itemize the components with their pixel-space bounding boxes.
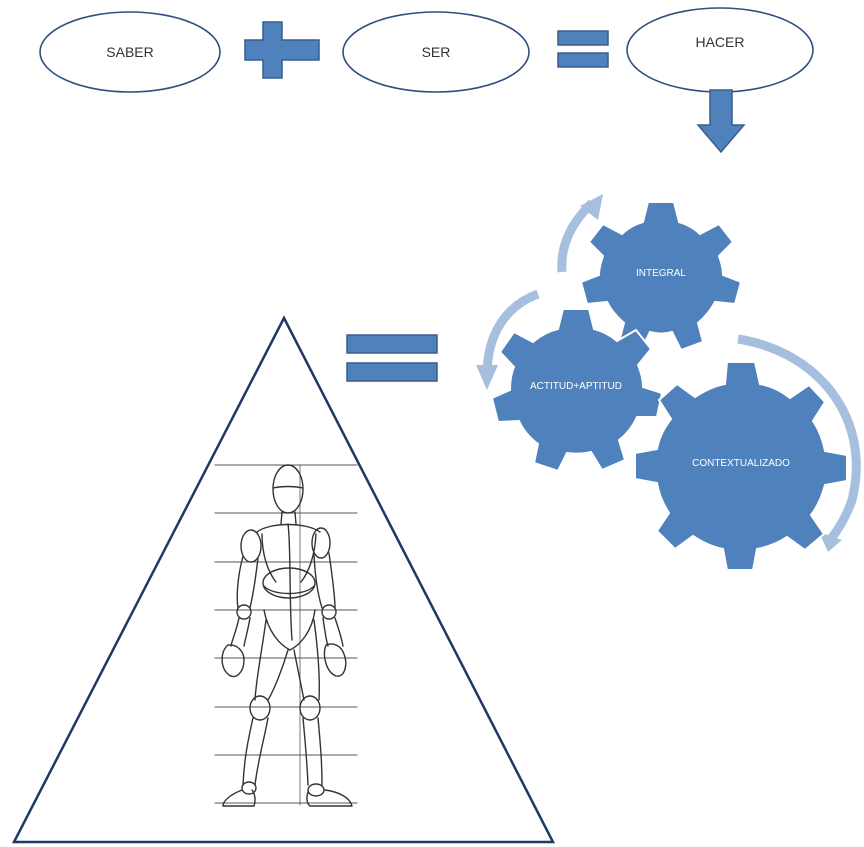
triangle-icon xyxy=(11,315,556,844)
human-figure-sketch-icon xyxy=(214,464,358,807)
equals-icon-top xyxy=(557,30,609,68)
gear-actitud-aptitud-label: ACTITUD+APTITUD xyxy=(530,381,622,392)
gear-contextualizado-label: CONTEXTUALIZADO xyxy=(692,458,790,469)
gear-integral: INTEGRAL xyxy=(579,201,743,352)
oval-ser-label: SER xyxy=(422,44,451,60)
gear-contextualizado: CONTEXTUALIZADO xyxy=(634,361,848,571)
gear-icon xyxy=(579,201,743,352)
oval-hacer-label: HACER xyxy=(695,34,744,50)
equals-icon-middle xyxy=(346,334,438,382)
oval-ser: SER xyxy=(342,11,530,93)
gear-icon xyxy=(634,361,848,571)
oval-saber: SABER xyxy=(39,11,221,93)
plus-icon xyxy=(244,21,320,79)
oval-saber-label: SABER xyxy=(106,44,153,60)
down-arrow-icon xyxy=(696,89,746,154)
gear-icon xyxy=(490,308,664,473)
gear-integral-label: INTEGRAL xyxy=(636,268,686,279)
cycle-arrow-top-icon xyxy=(557,194,603,273)
cycle-arrow-right-icon xyxy=(737,334,861,552)
cycle-arrow-left-icon xyxy=(476,289,540,390)
gear-actitud-aptitud: ACTITUD+APTITUD xyxy=(490,308,664,473)
oval-hacer: HACER xyxy=(626,7,814,93)
